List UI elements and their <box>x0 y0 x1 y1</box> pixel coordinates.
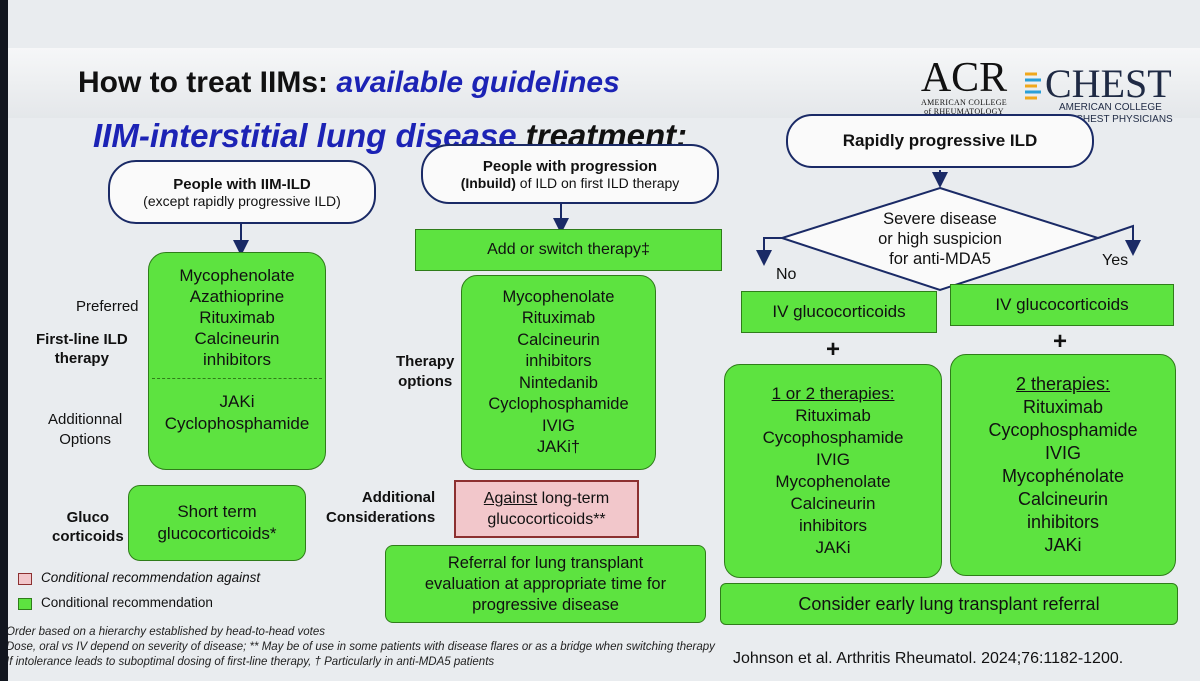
plus-right: + <box>1053 328 1068 355</box>
label-yes: Yes <box>1102 252 1129 269</box>
slide-title: How to treat IIMs: available guidelines <box>78 66 620 99</box>
plus-left: + <box>826 336 841 363</box>
citation: Johnson et al. Arthritis Rheumatol. 2024… <box>733 650 1124 667</box>
two-therapies-box: 2 therapies: Rituximab Cycophosphamide I… <box>950 354 1176 576</box>
iv-glucocorticoids-right: IV glucocorticoids <box>950 284 1174 326</box>
decision-diamond <box>778 186 1102 292</box>
chest-emblem-icon <box>1025 72 1041 100</box>
legend-pink-label: Conditional recommendation against <box>41 570 261 585</box>
first-line-list: Mycophenolate Azathioprine Rituximab Cal… <box>179 266 295 369</box>
gluco-short-term-box: Short term glucocorticoids* <box>128 485 306 561</box>
legend-pink-swatch <box>18 573 32 585</box>
col2-header: People with progression (Inbuild) of ILD… <box>421 144 719 204</box>
footnote-2: Dose, oral vs IV depend on severity of d… <box>8 641 715 653</box>
box-divider <box>152 378 322 379</box>
legend-green-label: Conditional recommendation <box>41 595 213 610</box>
early-transplant-referral-box: Consider early lung transplant referral <box>720 583 1178 625</box>
decision-diamond-text: Severe disease or high suspicion for ant… <box>878 210 1002 268</box>
slide: How to treat IIMs: available guidelines … <box>8 0 1200 681</box>
one-or-two-therapies-box: 1 or 2 therapies: Rituximab Cycophospham… <box>724 364 942 578</box>
footnote-1: Order based on a hierarchy established b… <box>8 626 326 638</box>
additional-list: JAKi Cyclophosphamide <box>164 392 310 433</box>
add-switch-therapy-box: Add or switch therapy‡ <box>415 229 722 271</box>
referral-lung-transplant-box: Referral for lung transplant evaluation … <box>385 545 706 623</box>
legend-green-swatch <box>18 598 32 610</box>
col1-header: People with IIM-ILD (except rapidly prog… <box>108 160 376 224</box>
col3-header: Rapidly progressive ILD <box>786 114 1094 168</box>
label-no: No <box>776 266 797 283</box>
label-preferred: Preferred <box>76 298 139 315</box>
against-glucocorticoids-box: Against long-term glucocorticoids** <box>454 480 639 538</box>
flow-connectors <box>233 170 1141 292</box>
title-band <box>8 48 1200 118</box>
footnote-3: If intolerance leads to suboptimal dosin… <box>8 656 495 668</box>
col1-therapy-box: Mycophenolate Azathioprine Rituximab Cal… <box>148 252 326 470</box>
col2-therapy-box: Mycophenolate Rituximab Calcineurin inhi… <box>461 275 656 470</box>
acr-logo: ACR AMERICAN COLLEGE of RHEUMATOLOGY <box>920 55 1008 116</box>
iv-glucocorticoids-left: IV glucocorticoids <box>741 291 937 333</box>
